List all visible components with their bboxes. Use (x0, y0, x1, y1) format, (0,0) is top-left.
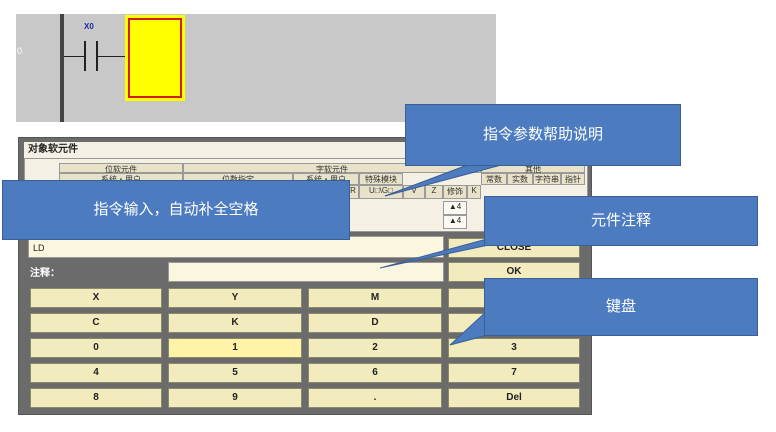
left-power-rail (60, 14, 64, 122)
sub-header: 特殊模块 (359, 173, 403, 185)
other-header: 实数 (507, 173, 533, 185)
rung-wire (64, 56, 84, 57)
dialog-title: 对象软元件 (24, 142, 444, 158)
key-0[interactable]: 0 (30, 338, 162, 358)
key-2[interactable]: 2 (308, 338, 442, 358)
col-header: V (403, 185, 425, 199)
key-1[interactable]: 1 (168, 338, 302, 358)
comment-label: 注释： (30, 268, 60, 279)
col-header: 修饰 (443, 185, 467, 199)
key-k[interactable]: K (168, 313, 302, 333)
help-callout: 指令参数帮助说明 (405, 104, 681, 166)
key-7[interactable]: 7 (448, 363, 580, 383)
key-m[interactable]: M (308, 288, 442, 308)
input-callout: 指令输入，自动补全空格 (2, 180, 350, 240)
comment-callout: 元件注释 (484, 196, 758, 246)
other-header: 字符串 (533, 173, 561, 185)
key-c[interactable]: C (30, 313, 162, 333)
comment-input[interactable] (168, 262, 444, 282)
rung-wire (98, 56, 125, 57)
edit-cursor-box[interactable] (128, 18, 182, 98)
ladder-editor[interactable]: 0 X0 (16, 14, 496, 122)
other-header: 常数 (481, 173, 507, 185)
key-del[interactable]: Del (448, 388, 580, 408)
key-dot[interactable]: . (308, 388, 442, 408)
key-5[interactable]: 5 (168, 363, 302, 383)
group-bit-header: 位软元件 (59, 163, 183, 174)
key-8[interactable]: 8 (30, 388, 162, 408)
key-3[interactable]: 3 (448, 338, 580, 358)
key-d[interactable]: D (308, 313, 442, 333)
col-header: K (467, 185, 481, 199)
col-header: Z (425, 185, 443, 199)
key-9[interactable]: 9 (168, 388, 302, 408)
key-4[interactable]: 4 (30, 363, 162, 383)
table-cell[interactable]: ▲4 (443, 215, 467, 229)
keyboard-callout: 键盘 (484, 278, 758, 336)
key-6[interactable]: 6 (308, 363, 442, 383)
key-y[interactable]: Y (168, 288, 302, 308)
contact-label: X0 (84, 22, 94, 31)
step-number: 0 (17, 46, 23, 56)
other-header: 指针 (561, 173, 585, 185)
table-cell[interactable]: ▲4 (443, 201, 467, 215)
contact-left-bar (84, 41, 86, 71)
col-header: U□\G□ (359, 185, 403, 199)
contact-right-bar (96, 41, 98, 71)
key-x[interactable]: X (30, 288, 162, 308)
